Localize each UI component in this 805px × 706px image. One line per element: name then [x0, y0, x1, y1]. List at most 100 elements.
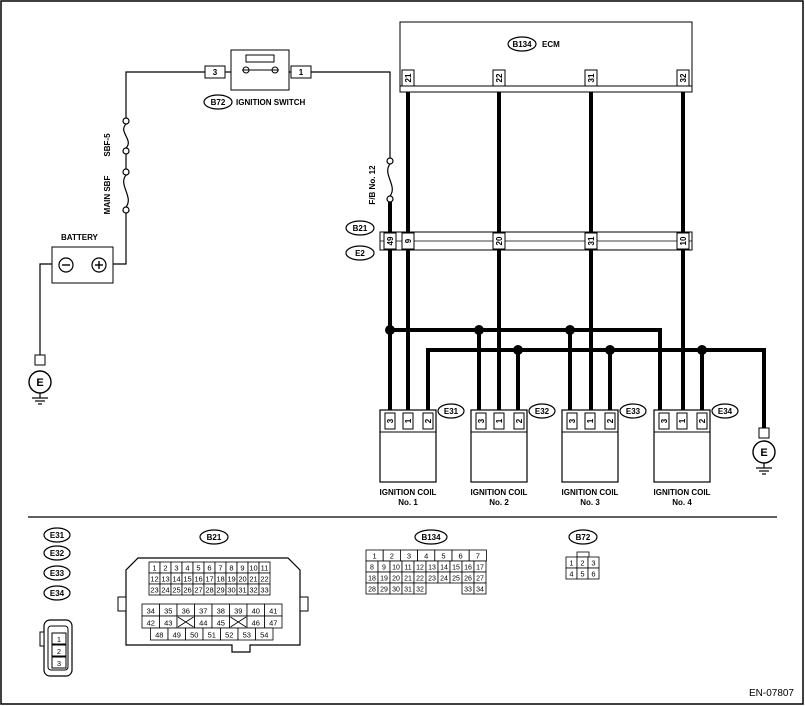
svg-text:44: 44	[199, 619, 207, 628]
svg-text:35: 35	[164, 607, 172, 616]
svg-text:41: 41	[269, 607, 277, 616]
b21-top-cell: 8	[225, 561, 238, 574]
svg-text:29: 29	[216, 586, 224, 595]
svg-text:11: 11	[404, 565, 411, 572]
b21-top-cell: 21	[247, 572, 260, 585]
b21-top-cell: 19	[225, 572, 238, 585]
svg-text:25: 25	[452, 576, 460, 583]
coil-1-number: No. 1	[398, 498, 418, 507]
b21-bottom-cell	[229, 615, 248, 629]
b21-top-cell: 22	[258, 572, 271, 585]
b21-top-cell: 17	[203, 572, 216, 585]
svg-text:31: 31	[238, 586, 246, 595]
svg-text:F/B No. 12: F/B No. 12	[368, 165, 377, 205]
svg-text:27: 27	[194, 586, 202, 595]
coil-3-pin-label: 1	[586, 418, 595, 423]
b72-cell: 6	[587, 567, 600, 580]
b134-cell: 26	[461, 571, 475, 584]
svg-text:4: 4	[185, 564, 189, 573]
b21-top-cell: 24	[159, 583, 172, 596]
b21-top-cell: 16	[192, 572, 205, 585]
b21-top-cell: 15	[181, 572, 194, 585]
coil-1-code: E31	[444, 407, 459, 416]
switch-name: IGNITION SWITCH	[236, 98, 306, 107]
b134-cell: 6	[451, 549, 470, 562]
svg-text:3: 3	[57, 659, 61, 668]
svg-text:40: 40	[252, 607, 260, 616]
b134-cell: 10	[389, 560, 403, 573]
b21-top-cell: 30	[225, 583, 238, 596]
svg-text:E: E	[36, 377, 43, 389]
b134-cell: 19	[377, 571, 391, 584]
coil-3-pin-label: 3	[568, 418, 577, 423]
svg-text:20: 20	[495, 236, 504, 245]
b21-bottom-cell: 51	[202, 627, 221, 641]
svg-text:10: 10	[392, 565, 400, 572]
b21-bottom-cell: 37	[194, 603, 213, 617]
svg-text:19: 19	[227, 575, 235, 584]
b72-cell: 1	[565, 556, 578, 569]
svg-text:18: 18	[216, 575, 224, 584]
svg-text:12: 12	[150, 575, 158, 584]
svg-text:9: 9	[240, 564, 244, 573]
svg-text:SBF-5: SBF-5	[103, 133, 112, 157]
coil-1-pin-box	[422, 412, 434, 430]
svg-text:2: 2	[390, 552, 394, 561]
coil-4-pin-label: 1	[678, 418, 687, 423]
svg-text:39: 39	[234, 607, 242, 616]
ecm-pin-21: 21	[401, 69, 415, 87]
b21-bottom-cell: 43	[159, 615, 178, 629]
svg-text:MAIN SBF: MAIN SBF	[103, 176, 112, 215]
coil-4-pin-box	[658, 412, 670, 430]
b21-top-cell: 31	[236, 583, 249, 596]
svg-text:29: 29	[380, 587, 388, 594]
coil-2-pin-label: 3	[477, 418, 486, 423]
ecm-block: B134 ECM 21 22 31 32	[399, 21, 693, 93]
b134-cell: 4	[417, 549, 436, 562]
b134-cell: 9	[377, 560, 391, 573]
svg-text:B21: B21	[207, 533, 222, 542]
svg-text:8: 8	[370, 565, 374, 572]
coil-4-pin-box	[696, 412, 708, 430]
svg-text:30: 30	[227, 586, 235, 595]
b21-top-cell: 2	[159, 561, 172, 574]
coil-4-pin-label: 3	[660, 418, 669, 423]
ecm-pin-32: 32	[676, 69, 690, 87]
svg-text:50: 50	[190, 631, 198, 640]
svg-text:31: 31	[404, 587, 412, 594]
b134-cell: 30	[389, 582, 403, 595]
b134-cell: 16	[461, 560, 475, 573]
svg-text:36: 36	[182, 607, 190, 616]
svg-text:6: 6	[207, 564, 211, 573]
b21-bottom-cell: 50	[185, 627, 204, 641]
b21-top-cell: 3	[170, 561, 183, 574]
b134-cell: 2	[382, 549, 401, 562]
ecm-pin-31: 31	[584, 69, 598, 87]
ground-left: E	[28, 354, 52, 405]
svg-text:32: 32	[679, 73, 688, 82]
svg-text:47: 47	[269, 619, 277, 628]
battery-label: BATTERY	[61, 233, 99, 242]
ground-right: E	[752, 427, 776, 475]
svg-text:4: 4	[569, 570, 573, 579]
b134-cell: 20	[389, 571, 403, 584]
wire-sbf-to-battery	[113, 213, 127, 265]
svg-text:3: 3	[174, 564, 178, 573]
svg-text:11: 11	[261, 564, 269, 573]
svg-text:21: 21	[404, 73, 413, 82]
b134-cell: 14	[437, 560, 451, 573]
svg-text:6: 6	[459, 552, 463, 561]
svg-text:43: 43	[164, 619, 172, 628]
svg-text:48: 48	[155, 631, 163, 640]
svg-text:B134: B134	[421, 533, 441, 542]
svg-text:34: 34	[476, 587, 484, 594]
svg-text:53: 53	[243, 631, 251, 640]
b134-cell: 7	[468, 549, 487, 562]
svg-text:32: 32	[416, 587, 424, 594]
